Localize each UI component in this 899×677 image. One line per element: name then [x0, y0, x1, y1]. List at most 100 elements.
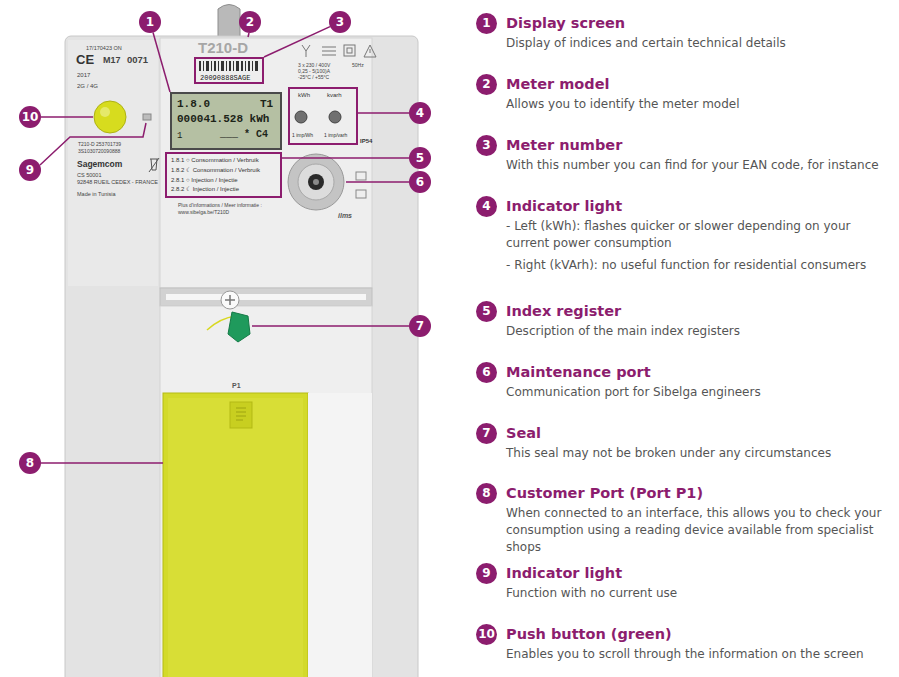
entry-number: 3	[476, 135, 497, 156]
legend-entry: 6Maintenance portCommunication port for …	[476, 362, 896, 401]
callout-number-text: 1	[139, 11, 161, 33]
barcode-bar	[255, 61, 258, 71]
entry-title: Seal	[506, 423, 541, 444]
legend-entry: 2 Meter modelAllows you to identify the m…	[476, 74, 896, 113]
maintenance-port-ring	[288, 154, 344, 210]
barcode-bar	[245, 61, 246, 71]
button-highlight	[100, 107, 110, 117]
entry-description: - Left (kWh): flashes quicker or slower …	[506, 218, 894, 252]
leader-line	[358, 112, 409, 114]
meter-marking: Sagemcom	[77, 160, 122, 170]
meter-marking: www.sibelga.be/T210D	[178, 210, 229, 216]
entry-title: Index register	[506, 301, 621, 322]
entry-number: 6	[476, 362, 497, 383]
entry-description: When connected to an interface, this all…	[506, 505, 894, 556]
legend-entry: 1Display screenDisplay of indices and ce…	[476, 13, 896, 52]
document-symbol	[236, 408, 246, 420]
legend-entry: 5 Index registerDescription of the main i…	[476, 301, 896, 340]
number-circle: 7	[476, 423, 497, 444]
meter-marking: CS 50001	[77, 172, 101, 178]
entry-number: 4	[476, 196, 497, 217]
meter-marking: Plus d'informations / Meer informatie :	[178, 203, 262, 209]
meter-marking: P1	[232, 382, 241, 390]
index-register-box: 1.8.1 ○ Consommation / Verbruik1.8.2 ☾ C…	[165, 152, 282, 198]
barcode-bar	[206, 61, 209, 71]
number-circle: 10	[476, 624, 497, 645]
meter-marking: 2G / 4G	[77, 83, 98, 90]
callout-number-text: 9	[19, 159, 41, 181]
leader-line	[252, 325, 409, 327]
legend-entry: 3 Meter numberWith this number you can fi…	[476, 135, 896, 174]
display-screen-text: T1	[260, 98, 273, 111]
push-button	[94, 101, 126, 133]
maintenance-port-center	[313, 179, 319, 185]
entry-number: 2	[476, 74, 497, 95]
entry-title: Indicator light	[506, 563, 622, 584]
meter-marking: Made in Tunisia	[77, 191, 116, 197]
callout-number: 3	[329, 11, 351, 33]
entry-number: 5	[476, 301, 497, 322]
entry-description: Function with no current use	[506, 585, 894, 602]
callout-number: 10	[19, 106, 41, 128]
meter-housing	[65, 36, 418, 677]
indicator-light-panel-text: 1 imp/Wh	[292, 133, 313, 139]
number-circle: 3	[476, 135, 497, 156]
screw-cross	[225, 295, 235, 305]
indicator-light-panel: kWhkvarh1 imp/Wh1 imp/varh	[288, 87, 358, 145]
barcode-bar	[226, 61, 227, 71]
maintenance-port	[298, 164, 334, 200]
barcode-bar	[248, 61, 250, 71]
entry-description: Enables you to scroll through the inform…	[506, 646, 894, 663]
barcode-bar	[233, 61, 234, 71]
leader-line	[153, 33, 170, 92]
port-symbol	[356, 190, 366, 198]
entry-title: Indicator light	[506, 196, 622, 217]
meter-marking: 0,25 - 5(100)A	[298, 69, 330, 75]
dc-symbol	[322, 47, 336, 55]
callout-number-text: 5	[409, 147, 431, 169]
meter-marking: 17/170423 ON	[86, 45, 122, 51]
callout-number-text: 3	[329, 11, 351, 33]
display-screen-text: 000041.528 kWh	[177, 113, 269, 126]
entry-number: 9	[476, 563, 497, 584]
indicator-led	[143, 114, 151, 120]
callout-number-text: 6	[409, 171, 431, 193]
star-symbol	[302, 45, 310, 57]
meter-marking: 2017	[77, 72, 90, 79]
barcode	[199, 61, 258, 71]
meter-marking: -25°C / +55°C	[298, 75, 329, 81]
leader-line	[282, 157, 409, 159]
double-insulation-symbol	[344, 45, 355, 56]
indicator-light-panel-text: 1 imp/varh	[324, 133, 347, 139]
legend-entry: 7 SealThis seal may not be broken under a…	[476, 423, 896, 462]
entry-description: Allows you to identify the meter model	[506, 96, 894, 113]
entry-title: Meter model	[506, 74, 609, 95]
indicator-light-panel-text: kWh	[298, 92, 310, 99]
number-circle: 2	[476, 74, 497, 95]
meter-marking: 92848 RUEIL CEDEX - FRANCE	[77, 179, 158, 185]
entry-description: This seal may not be broken under any ci…	[506, 445, 894, 462]
entry-title: Push button (green)	[506, 624, 672, 645]
barcode-bar	[241, 61, 243, 71]
callout-number: 6	[409, 171, 431, 193]
rating-symbols	[302, 45, 376, 57]
cover-face	[168, 398, 303, 677]
cover-slot-groove	[166, 294, 366, 300]
label-plate	[68, 40, 158, 286]
callout-number: 9	[19, 159, 41, 181]
entry-description: With this number you can find for your E…	[506, 157, 894, 174]
callout-number-text: 7	[409, 315, 431, 337]
cover-tab	[230, 402, 252, 428]
meter-marking: 0071	[127, 55, 148, 66]
cover-side	[308, 393, 372, 677]
display-screen-text: 1	[177, 131, 182, 141]
entry-title: Meter number	[506, 135, 622, 156]
callout-number-text: 8	[19, 452, 41, 474]
leader-line	[264, 27, 330, 57]
meter-marking: 3S1030720090888	[78, 149, 120, 155]
entry-description: Description of the main index registers	[506, 323, 894, 340]
leader-lines	[40, 33, 409, 463]
meter-number-box: 20090888SAGE	[194, 57, 264, 84]
